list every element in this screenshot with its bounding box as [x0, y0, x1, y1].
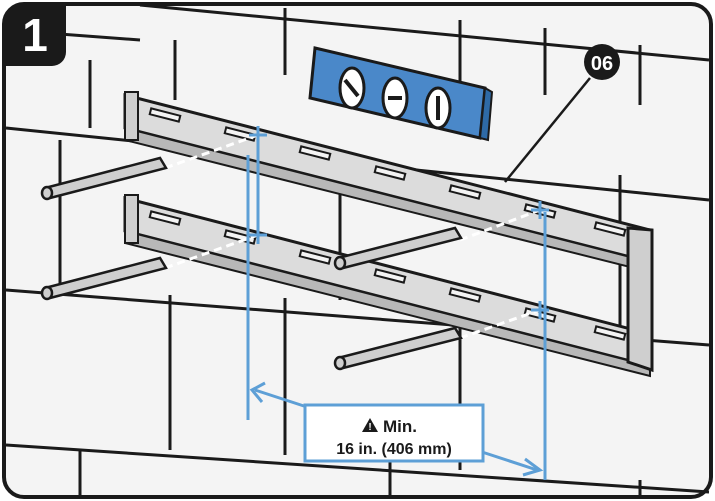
callout-leader	[504, 77, 591, 183]
warning-triangle-icon	[362, 418, 378, 432]
brick-wall	[5, 3, 710, 497]
measurement-lines	[246, 155, 547, 480]
measurement-min-text: Min.	[383, 417, 417, 436]
lower-rail	[123, 194, 652, 378]
rail-end-bracket	[626, 226, 654, 373]
part-callout-badge	[584, 44, 620, 80]
part-callout-label: 06	[591, 53, 613, 75]
measurement-label: ! Min. 16 in. (406 mm)	[303, 403, 485, 463]
pencil-guide-lines	[164, 133, 541, 340]
spirit-level	[308, 46, 494, 142]
step-number: 1	[22, 9, 48, 61]
step-badge: 1	[4, 4, 66, 66]
hole-markers	[249, 126, 549, 319]
pencil-marks	[40, 156, 463, 371]
measurement-distance-text: 16 in. (406 mm)	[336, 441, 452, 458]
svg-text:!: !	[368, 422, 371, 433]
